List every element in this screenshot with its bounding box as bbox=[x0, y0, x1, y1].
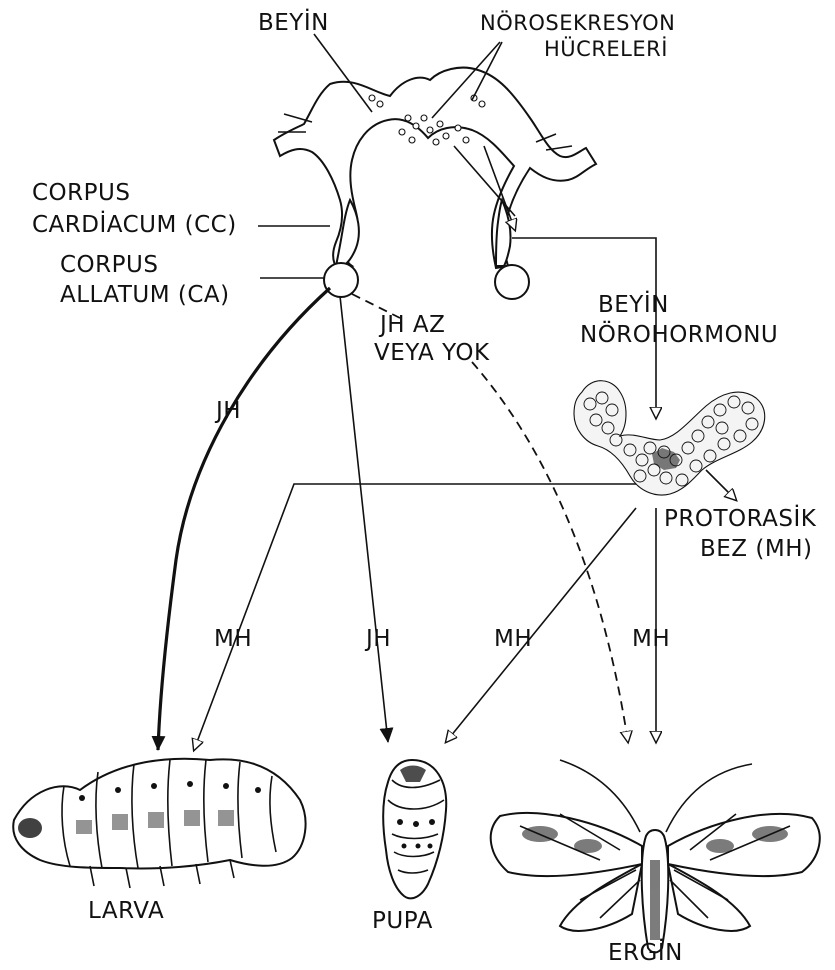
mh-pupa-arrow bbox=[446, 508, 636, 742]
label-arrow-mh-larva: MH bbox=[214, 626, 252, 652]
label-beyin-norohormonu-2: NÖROHORMONU bbox=[580, 320, 778, 348]
ergin-illustration bbox=[491, 760, 820, 953]
label-ergin: ERGİN bbox=[608, 938, 683, 966]
larva-illustration bbox=[13, 759, 305, 888]
label-beyin-norohormonu-1: BEYİN bbox=[598, 290, 669, 318]
label-arrow-mh-pupa: MH bbox=[494, 626, 532, 652]
label-protorasik-1: PROTORASİK bbox=[664, 504, 817, 532]
label-cc-1: CORPUS bbox=[32, 180, 130, 206]
jh-larva-arrow bbox=[158, 288, 330, 750]
label-ca-2: ALLATUM (CA) bbox=[60, 282, 230, 308]
label-jh-az-2: VEYA YOK bbox=[374, 340, 490, 366]
label-protorasik-2: BEZ (MH) bbox=[700, 536, 812, 562]
mh-larva-arrow bbox=[194, 484, 636, 750]
brain bbox=[274, 68, 596, 299]
label-ca-1: CORPUS bbox=[60, 252, 158, 278]
pupa-illustration bbox=[383, 760, 446, 898]
label-arrow-mh-ergin: MH bbox=[632, 626, 670, 652]
label-arrow-jh-pupa: JH bbox=[364, 626, 391, 652]
label-norosekresyon-1: NÖROSEKRESYON bbox=[480, 10, 675, 35]
label-larva: LARVA bbox=[88, 898, 164, 924]
protorasik-pointer bbox=[706, 470, 736, 500]
label-jh-az-1: JH AZ bbox=[378, 312, 445, 338]
label-pupa: PUPA bbox=[372, 908, 433, 934]
label-arrow-jh-larva: JH bbox=[214, 398, 241, 424]
prothoracic-gland bbox=[574, 381, 765, 495]
label-beyin: BEYİN bbox=[258, 8, 329, 36]
label-norosekresyon-2: HÜCRELERİ bbox=[544, 36, 668, 61]
label-cc-2: CARDİACUM (CC) bbox=[32, 210, 237, 238]
